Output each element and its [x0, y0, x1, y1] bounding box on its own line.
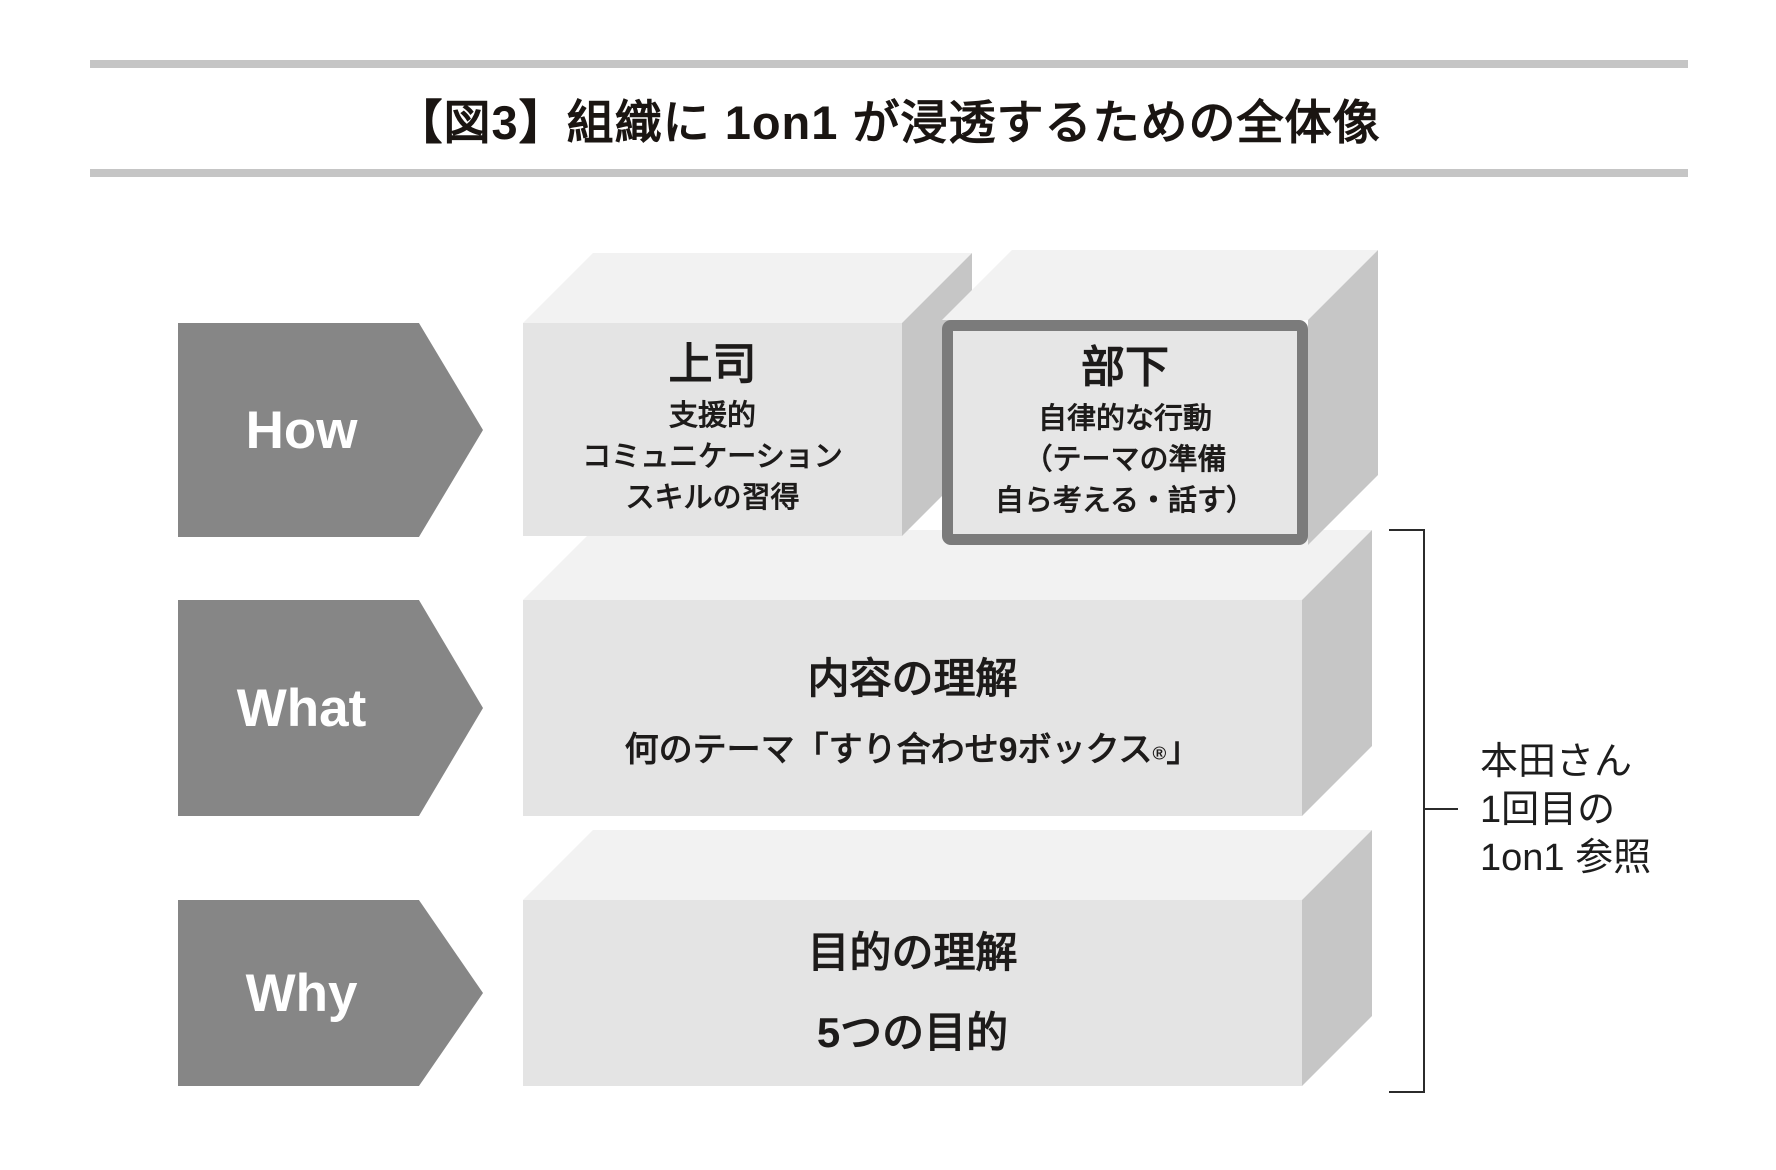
why-box-title: 目的の理解	[807, 929, 1018, 976]
reference-bracket	[1389, 529, 1425, 1093]
why-box: 目的の理解 5つの目的	[523, 900, 1302, 1086]
why-box-subtitle: 5つの目的	[816, 1009, 1009, 1056]
subordinate-box-highlighted: 部下 自律的な行動 （テーマの準備 自ら考える・話す）	[942, 320, 1308, 545]
annotation-line: 1on1 参照	[1480, 837, 1652, 879]
subordinate-box-top-face	[942, 250, 1378, 320]
why-box-top-face	[523, 830, 1372, 900]
reference-bracket-tick	[1423, 808, 1458, 810]
boss-box-line: スキルの習得	[625, 482, 800, 514]
arrow-how-label: How	[245, 400, 358, 460]
top-rule	[90, 60, 1688, 68]
subordinate-box-line: 自ら考える・話す）	[994, 485, 1256, 517]
what-sub-close: 」	[1166, 731, 1201, 770]
reference-annotation: 本田さん 1回目の 1on1 参照	[1480, 738, 1651, 882]
what-sub-text: 何のテーマ「すり合わせ9ボックス	[624, 731, 1153, 770]
subordinate-box-title: 部下	[1081, 343, 1169, 392]
figure-title: 【図3】組織に 1on1 が浸透するための全体像	[395, 96, 1381, 149]
registered-mark: ®	[1152, 742, 1167, 764]
boss-box-title: 上司	[668, 340, 757, 389]
subordinate-box-line: 自律的な行動	[1037, 403, 1212, 435]
arrow-what: What	[178, 600, 483, 816]
subordinate-box-line: （テーマの準備	[1023, 444, 1227, 476]
what-box: 内容の理解 何のテーマ「すり合わせ9ボックス®」	[523, 600, 1302, 816]
annotation-line: 1回目の	[1480, 789, 1616, 831]
boss-box-line: 支援的	[668, 400, 756, 432]
arrow-why-label: Why	[245, 963, 358, 1023]
boss-box-top-face	[523, 253, 972, 323]
boss-box-line: コミュニケーション	[582, 441, 843, 473]
bottom-rule	[90, 169, 1688, 177]
title-bar: 【図3】組織に 1on1 が浸透するための全体像	[0, 68, 1776, 169]
what-box-title: 内容の理解	[807, 655, 1018, 703]
arrow-why: Why	[178, 900, 483, 1086]
what-box-subtitle: 何のテーマ「すり合わせ9ボックス®」	[625, 730, 1201, 774]
annotation-line: 本田さん	[1480, 741, 1633, 783]
arrow-how: How	[178, 323, 483, 537]
boss-box: 上司 支援的 コミュニケーション スキルの習得	[523, 323, 902, 536]
arrow-what-label: What	[236, 678, 367, 738]
